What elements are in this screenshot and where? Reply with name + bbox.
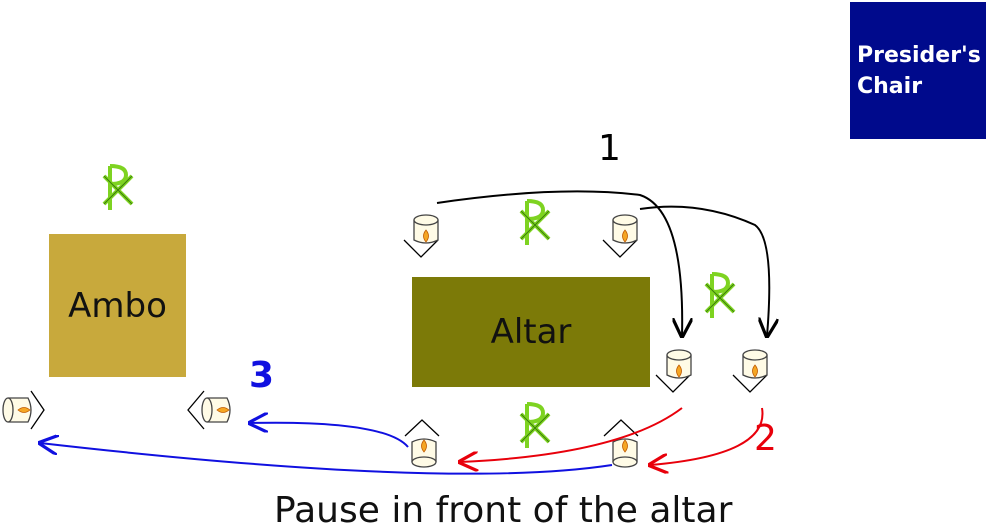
candle-icon <box>2 390 45 430</box>
step3-arrow <box>250 423 409 448</box>
step1-arrow <box>639 205 769 336</box>
candle-icon <box>404 419 440 468</box>
presiders-chair: Presider's Chair <box>850 2 986 139</box>
candle-icon <box>403 214 439 258</box>
candle-icon <box>732 349 768 393</box>
chi-rho-icon <box>704 272 736 320</box>
ambo: Ambo <box>49 234 186 377</box>
altar: Altar <box>412 277 650 387</box>
diagram-caption: Pause in front of the altar <box>274 490 733 531</box>
presiders-chair-label-line1: Presider's <box>857 43 981 68</box>
candle-icon <box>602 214 638 258</box>
candle-icon <box>603 419 639 468</box>
step3-arrow <box>40 443 613 475</box>
step-3-label: 3 <box>249 355 275 396</box>
step1-arrow <box>436 190 682 336</box>
altar-label: Altar <box>490 312 572 352</box>
step-1-label: 1 <box>598 128 621 169</box>
candle-icon <box>187 390 231 430</box>
step2-arrow <box>650 407 764 465</box>
chi-rho-icon <box>519 402 551 450</box>
presiders-chair-label-line2: Chair <box>857 74 923 99</box>
step-2-label: 2 <box>754 418 777 459</box>
chi-rho-icon <box>519 199 551 247</box>
step2-arrow <box>460 407 683 462</box>
chi-rho-icon <box>102 164 134 212</box>
ambo-label: Ambo <box>68 285 167 326</box>
candle-icon <box>655 349 692 393</box>
